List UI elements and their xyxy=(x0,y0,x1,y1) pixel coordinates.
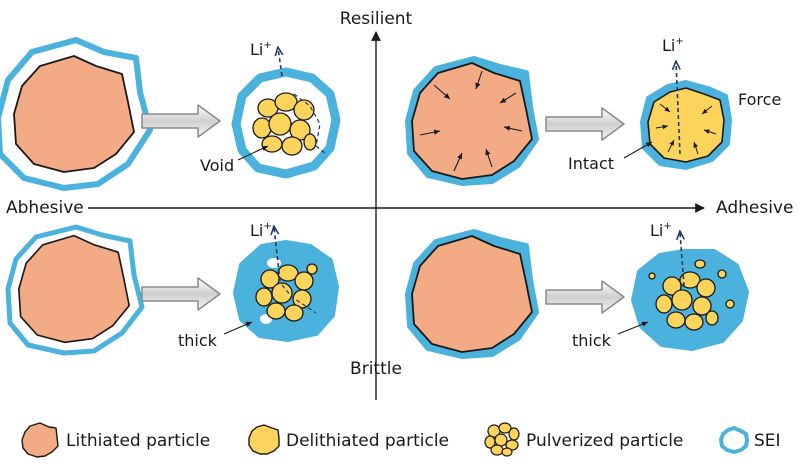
legend: Lithiated particle Delithiated particle … xyxy=(21,422,781,458)
quadrant-brittle-abhesive: Li+ thick xyxy=(5,221,339,356)
legend-delithiated-icon xyxy=(248,424,280,455)
void-pointer xyxy=(237,145,269,161)
quadrant-brittle-adhesive: Li+ thick xyxy=(405,221,749,359)
thick-label: thick xyxy=(178,331,218,350)
void-particle-with-sei xyxy=(231,48,341,179)
transition-arrow xyxy=(141,104,221,138)
legend-sei-label: SEI xyxy=(754,431,781,451)
lithiated-particle-with-sei xyxy=(5,224,145,356)
pulverized-particle-thick-sei xyxy=(631,232,749,351)
intact-particle-with-sei xyxy=(640,62,732,170)
transition-arrow xyxy=(545,280,625,314)
legend-delithiated-label: Delithiated particle xyxy=(286,431,449,451)
legend-lithiated-icon xyxy=(21,422,59,458)
axis-label-abhesive: Abhesive xyxy=(6,198,84,218)
lithiated-particle-with-sei xyxy=(0,37,153,191)
legend-pulverized-icon xyxy=(484,422,520,457)
legend-pulverized-label: Pulverized particle xyxy=(526,431,683,451)
li-ion-label: Li+ xyxy=(650,221,672,240)
transition-arrow xyxy=(545,107,625,141)
li-ion-label: Li+ xyxy=(662,36,684,55)
axis-label-resilient: Resilient xyxy=(340,9,413,29)
axis-label-brittle: Brittle xyxy=(350,359,402,379)
legend-sei-icon xyxy=(719,426,749,454)
quadrant-resilient-abhesive: Li+ Void xyxy=(0,37,341,191)
lithiated-particle-with-force xyxy=(405,56,539,186)
transition-arrow xyxy=(141,277,221,311)
pulverized-particle-thick-sei xyxy=(233,227,339,342)
axis-label-adhesive: Adhesive xyxy=(716,198,793,218)
intact-label: Intact xyxy=(568,154,614,173)
force-label: Force xyxy=(738,90,781,109)
thick-pointer xyxy=(223,321,253,335)
quadrant-resilient-adhesive: Li+ Force Intact xyxy=(405,36,781,186)
axes: Resilient Brittle Abhesive Adhesive xyxy=(6,9,793,400)
lithiated-particle-with-sei xyxy=(405,229,539,359)
li-ion-label: Li+ xyxy=(250,40,272,59)
thick-label: thick xyxy=(572,331,612,350)
legend-lithiated-label: Lithiated particle xyxy=(66,431,210,451)
intact-pointer xyxy=(623,141,653,159)
thick-pointer xyxy=(617,321,649,335)
li-ion-label: Li+ xyxy=(250,221,272,240)
void-label: Void xyxy=(200,156,234,175)
